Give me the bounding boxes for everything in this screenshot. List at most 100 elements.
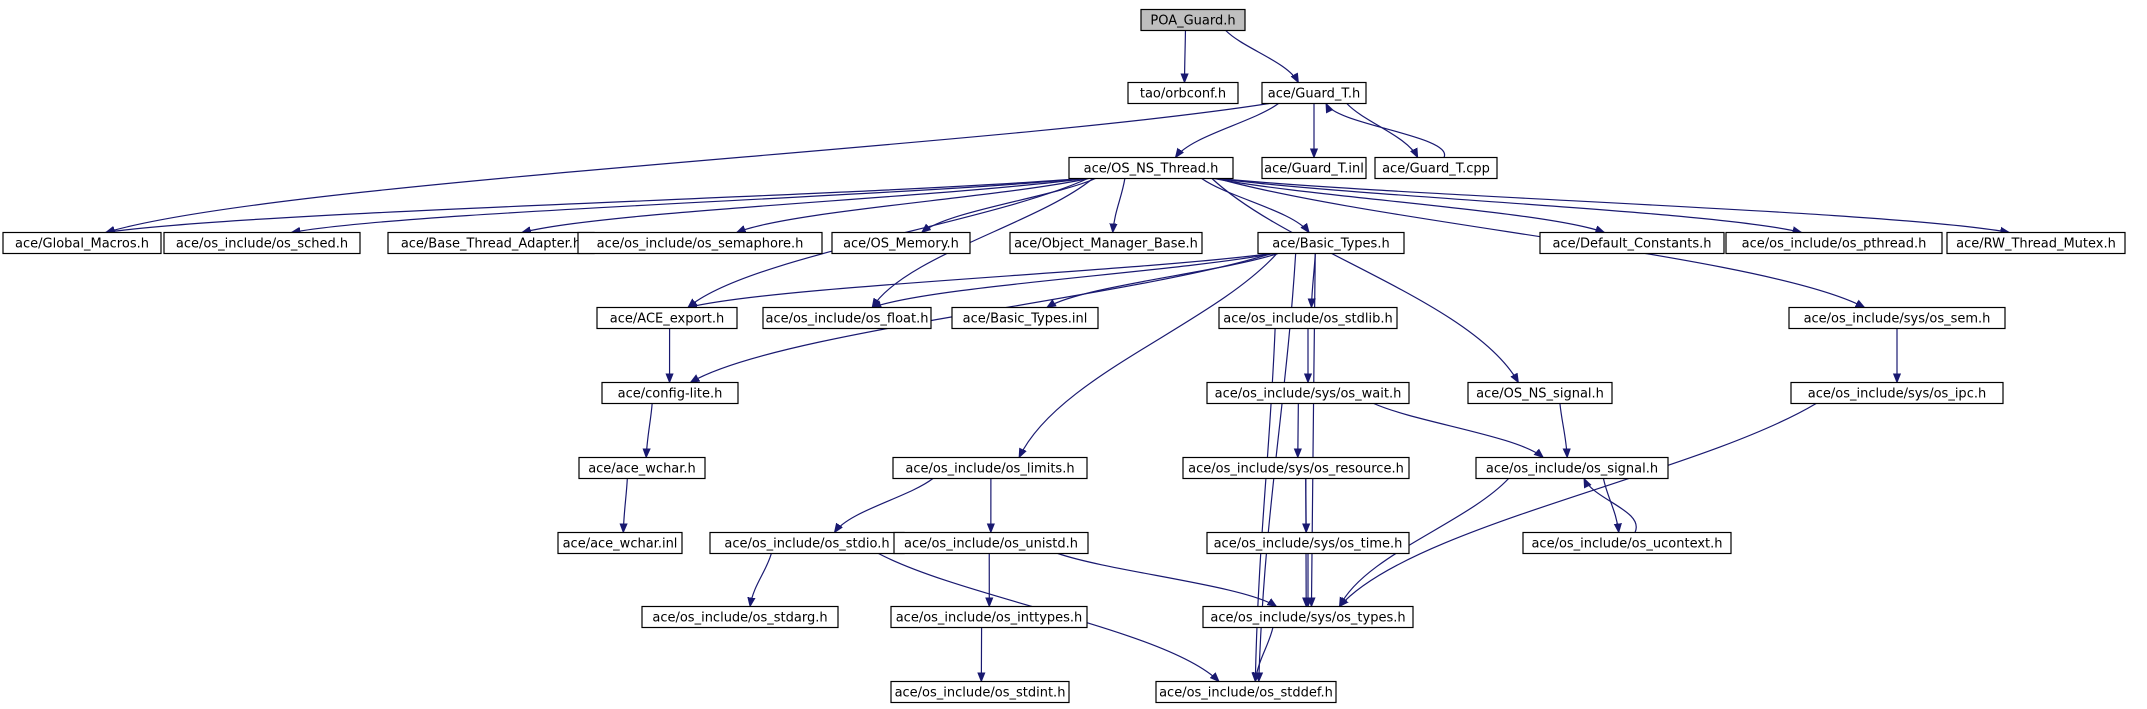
node-os_inttypes[interactable]: ace/os_include/os_inttypes.h xyxy=(890,605,1088,629)
node-label-sys_os_ipc: ace/os_include/sys/os_ipc.h xyxy=(1808,387,1986,402)
node-guard_t_h[interactable]: ace/Guard_T.h xyxy=(1261,81,1367,105)
node-object_manager_base[interactable]: ace/Object_Manager_Base.h xyxy=(1009,231,1203,255)
node-label-basic_types_inl: ace/Basic_Types.inl xyxy=(963,312,1088,327)
edge-poa_guard-to-orbconf xyxy=(1185,30,1186,83)
edge-config_lite-to-ace_wchar_h xyxy=(646,403,653,458)
node-box-basic_types_inl xyxy=(951,306,1099,330)
node-label-os_ns_thread: ace/OS_NS_Thread.h xyxy=(1084,162,1219,177)
edge-os_ns_thread-to-os_pthread xyxy=(1216,177,1802,233)
node-label-ace_wchar_h: ace/ace_wchar.h xyxy=(588,462,696,477)
node-ace_export[interactable]: ace/ACE_export.h xyxy=(596,306,738,330)
node-box-guard_t_h xyxy=(1261,81,1367,105)
node-label-os_signal: ace/os_include/os_signal.h xyxy=(1486,462,1658,477)
node-sys_os_time[interactable]: ace/os_include/sys/os_time.h xyxy=(1206,531,1410,555)
node-ace_wchar_h[interactable]: ace/ace_wchar.h xyxy=(578,456,706,480)
node-box-sys_os_resource xyxy=(1182,456,1410,480)
node-box-os_stdint xyxy=(890,680,1070,704)
node-basic_types_inl[interactable]: ace/Basic_Types.inl xyxy=(951,306,1099,330)
node-sys_os_sem[interactable]: ace/os_include/sys/os_sem.h xyxy=(1788,306,2006,330)
node-box-os_pthread xyxy=(1725,231,1943,255)
node-sys_os_resource[interactable]: ace/os_include/sys/os_resource.h xyxy=(1182,456,1410,480)
node-guard_t_inl[interactable]: ace/Guard_T.inl xyxy=(1261,156,1367,180)
edge-os_ns_thread-to-os_semaphore xyxy=(737,177,1089,234)
node-os_stddef[interactable]: ace/os_include/os_stddef.h xyxy=(1155,680,1337,704)
node-os_pthread[interactable]: ace/os_include/os_pthread.h xyxy=(1725,231,1943,255)
node-box-guard_t_inl xyxy=(1261,156,1367,180)
edge-sys_os_wait-to-os_signal xyxy=(1373,402,1543,458)
node-default_constants[interactable]: ace/Default_Constants.h xyxy=(1539,231,1725,255)
node-label-os_pthread: ace/os_include/os_pthread.h xyxy=(1742,237,1927,252)
node-base_thread_adapter[interactable]: ace/Base_Thread_Adapter.h xyxy=(387,231,595,255)
node-sys_os_ipc[interactable]: ace/os_include/sys/os_ipc.h xyxy=(1790,381,2004,405)
edge-sys_os_ipc-to-sys_os_types xyxy=(1340,402,1817,607)
node-box-os_unistd xyxy=(893,531,1089,555)
edge-os_ucontext-to-os_signal xyxy=(1583,479,1637,533)
node-box-sys_os_types xyxy=(1202,605,1414,629)
node-basic_types[interactable]: ace/Basic_Types.h xyxy=(1257,231,1405,255)
node-box-guard_t_cpp xyxy=(1374,156,1498,180)
node-os_unistd[interactable]: ace/os_include/os_unistd.h xyxy=(893,531,1089,555)
node-os_semaphore[interactable]: ace/os_include/os_semaphore.h xyxy=(577,231,823,255)
node-label-object_manager_base: ace/Object_Manager_Base.h xyxy=(1014,237,1198,252)
node-config_lite[interactable]: ace/config-lite.h xyxy=(601,381,739,405)
node-os_sched[interactable]: ace/os_include/os_sched.h xyxy=(163,231,361,255)
edge-sys_os_types-to-os_stddef xyxy=(1255,627,1274,682)
node-box-os_sched xyxy=(163,231,361,255)
node-label-os_sched: ace/os_include/os_sched.h xyxy=(176,237,348,252)
node-os_limits[interactable]: ace/os_include/os_limits.h xyxy=(892,456,1088,480)
node-label-os_stddef: ace/os_include/os_stddef.h xyxy=(1159,686,1333,701)
node-os_signal[interactable]: ace/os_include/os_signal.h xyxy=(1475,456,1669,480)
edge-basic_types-to-ace_export xyxy=(688,252,1272,308)
node-box-global_macros xyxy=(2,231,162,255)
edge-basic_types-to-os_float xyxy=(872,252,1275,308)
node-label-os_semaphore: ace/os_include/os_semaphore.h xyxy=(597,237,804,252)
node-os_ucontext[interactable]: ace/os_include/os_ucontext.h xyxy=(1522,531,1732,555)
node-box-os_stdlib xyxy=(1218,306,1398,330)
node-box-os_stddef xyxy=(1155,680,1337,704)
node-label-config_lite: ace/config-lite.h xyxy=(618,387,723,402)
node-os_ns_signal[interactable]: ace/OS_NS_signal.h xyxy=(1467,381,1613,405)
node-box-poa_guard xyxy=(1140,8,1246,32)
edge-layer xyxy=(106,30,2010,682)
node-os_ns_thread[interactable]: ace/OS_NS_Thread.h xyxy=(1068,156,1234,180)
edge-guard_t_h-to-os_ns_thread xyxy=(1175,103,1279,158)
edge-os_signal-to-sys_os_types xyxy=(1340,478,1510,607)
edge-guard_t_h-to-global_macros xyxy=(106,102,1270,233)
node-sys_os_types[interactable]: ace/os_include/sys/os_types.h xyxy=(1202,605,1414,629)
node-sys_os_wait[interactable]: ace/os_include/sys/os_wait.h xyxy=(1206,381,1410,405)
node-rw_thread_mutex[interactable]: ace/RW_Thread_Mutex.h xyxy=(1946,231,2126,255)
node-os_memory[interactable]: ace/OS_Memory.h xyxy=(831,231,971,255)
node-label-sys_os_wait: ace/os_include/sys/os_wait.h xyxy=(1215,387,1402,402)
node-label-sys_os_time: ace/os_include/sys/os_time.h xyxy=(1214,537,1403,552)
edge-basic_types-to-basic_types_inl xyxy=(1047,252,1279,308)
node-poa_guard[interactable]: POA_Guard.h xyxy=(1140,8,1246,32)
edge-guard_t_h-to-guard_t_cpp xyxy=(1346,103,1419,158)
node-guard_t_cpp[interactable]: ace/Guard_T.cpp xyxy=(1374,156,1498,180)
node-label-os_ns_signal: ace/OS_NS_signal.h xyxy=(1476,387,1604,402)
node-box-basic_types xyxy=(1257,231,1405,255)
node-box-config_lite xyxy=(601,381,739,405)
node-box-os_float xyxy=(762,306,932,330)
node-os_stdlib[interactable]: ace/os_include/os_stdlib.h xyxy=(1218,306,1398,330)
node-os_stdarg[interactable]: ace/os_include/os_stdarg.h xyxy=(641,605,839,629)
node-ace_wchar_inl[interactable]: ace/ace_wchar.inl xyxy=(557,531,683,555)
edge-os_unistd-to-sys_os_types xyxy=(1057,552,1277,607)
edge-poa_guard-to-guard_t_h xyxy=(1225,30,1299,83)
node-box-os_ns_thread xyxy=(1068,156,1234,180)
node-orbconf[interactable]: tao/orbconf.h xyxy=(1127,81,1239,105)
node-os_float[interactable]: ace/os_include/os_float.h xyxy=(762,306,932,330)
node-label-basic_types: ace/Basic_Types.h xyxy=(1272,237,1389,252)
edge-sys_os_wait-to-sys_os_resource xyxy=(1298,403,1299,458)
edge-os_ns_thread-to-basic_types xyxy=(1201,178,1309,233)
edge-guard_t_cpp-to-guard_t_h xyxy=(1325,104,1445,158)
edge-os_ns_thread-to-base_thread_adapter xyxy=(522,177,1086,233)
node-global_macros[interactable]: ace/Global_Macros.h xyxy=(2,231,162,255)
node-box-os_stdarg xyxy=(641,605,839,629)
node-os_stdint[interactable]: ace/os_include/os_stdint.h xyxy=(890,680,1070,704)
node-os_stdio[interactable]: ace/os_include/os_stdio.h xyxy=(709,531,905,555)
node-label-ace_export: ace/ACE_export.h xyxy=(610,312,724,327)
edge-basic_types-to-os_limits xyxy=(1018,253,1278,458)
node-box-sys_os_time xyxy=(1206,531,1410,555)
node-label-orbconf: tao/orbconf.h xyxy=(1140,87,1226,102)
node-label-guard_t_inl: ace/Guard_T.inl xyxy=(1264,162,1364,177)
